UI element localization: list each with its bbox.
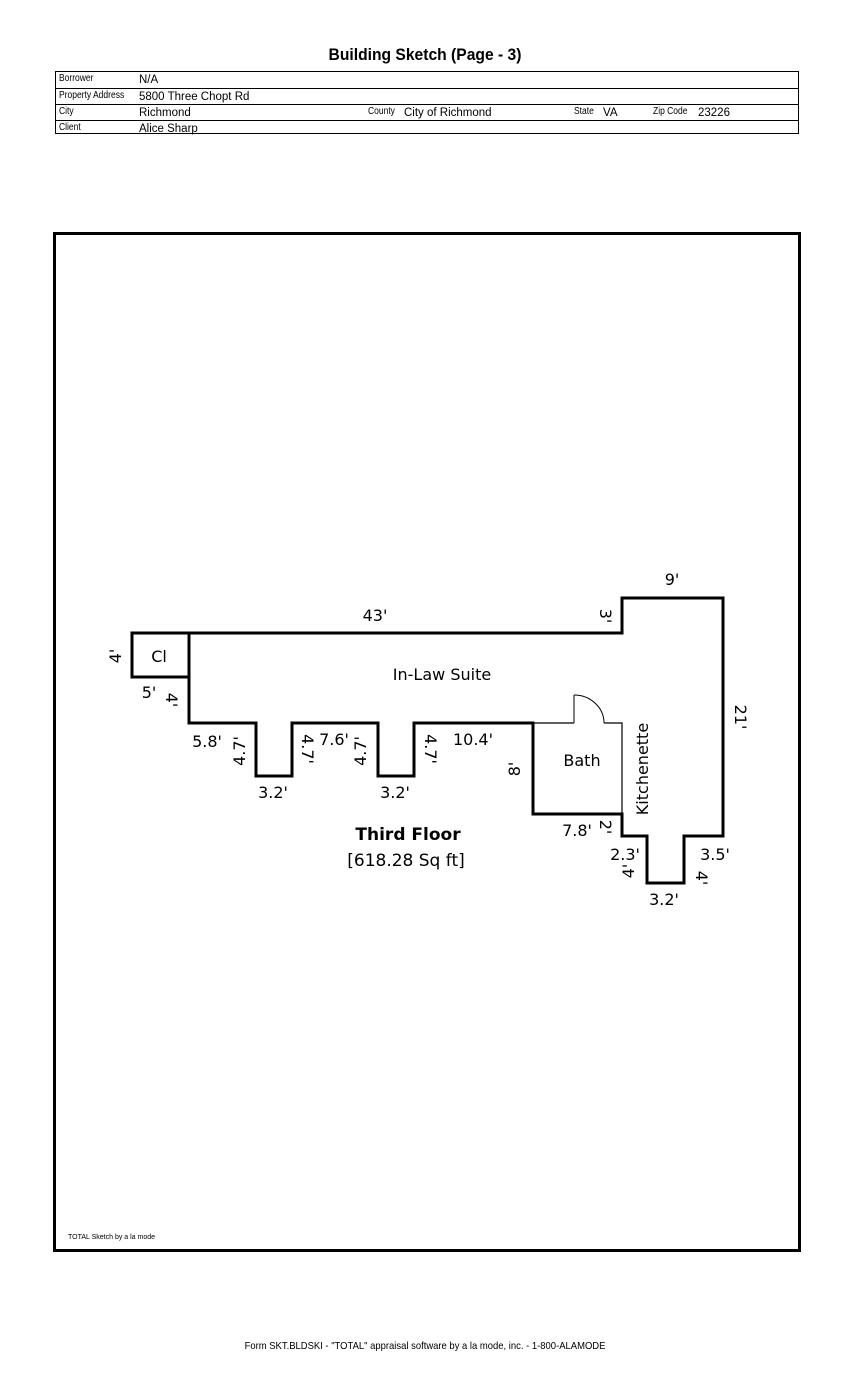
door-swing <box>573 694 605 724</box>
dim-5-8: 5.8' <box>192 732 222 751</box>
county-value: City of Richmond <box>404 107 492 119</box>
page-title: Building Sketch (Page - 3) <box>328 45 522 64</box>
client-label: Client <box>59 122 81 133</box>
property-info-table: Borrower N/A Property Address 5800 Three… <box>55 71 799 135</box>
state-label: State <box>574 106 594 117</box>
dim-3-5: 3.5' <box>700 845 730 864</box>
state-value: VA <box>603 107 618 119</box>
dim-3-2-b: 3.2' <box>380 783 410 802</box>
info-row-address: Property Address 5800 Three Chopt Rd <box>56 88 798 104</box>
dim-7-6: 7.6' <box>319 730 349 749</box>
dim-top: 43' <box>363 606 388 625</box>
address-value: 5800 Three Chopt Rd <box>139 91 250 103</box>
dim-2-3: 2.3' <box>610 845 640 864</box>
borrower-label: Borrower <box>59 73 94 84</box>
client-value: Alice Sharp <box>139 123 198 135</box>
dim-top-right: 9' <box>665 570 680 589</box>
dim-4-7-d: 4.7' <box>421 734 440 764</box>
dim-4-7-b: 4.7' <box>298 734 317 764</box>
dim-cl-inner: 4' <box>162 693 181 708</box>
bath-wall <box>533 722 623 814</box>
dim-3-2-c: 3.2' <box>649 890 679 909</box>
room-label-kitchenette: Kitchenette <box>633 723 652 815</box>
zip-label: Zip Code <box>653 106 688 117</box>
dim-right: 21' <box>731 705 750 730</box>
info-row-city: City Richmond County City of Richmond St… <box>56 104 798 120</box>
sketch-frame: TOTAL Sketch by a la mode <box>53 232 801 1252</box>
info-row-client: Client Alice Sharp <box>56 120 798 135</box>
dim-4-b: 4' <box>692 871 711 886</box>
dim-10-4: 10.4' <box>453 730 493 749</box>
dim-2: 2' <box>596 820 615 835</box>
info-row-borrower: Borrower N/A <box>56 72 798 88</box>
dim-cl-left: 4' <box>106 649 125 664</box>
floor-perimeter <box>187 596 725 885</box>
dim-8: 8' <box>505 762 524 777</box>
city-value: Richmond <box>139 107 191 119</box>
form-footer: Form SKT.BLDSKI - "TOTAL" appraisal soft… <box>244 1340 606 1352</box>
room-label-bath: Bath <box>563 751 600 770</box>
dim-cl-bottom: 5' <box>142 683 157 702</box>
room-label-closet: Cl <box>151 647 167 666</box>
floor-area: [618.28 Sq ft] <box>347 851 465 871</box>
dim-4-a: 4' <box>619 864 638 879</box>
city-label: City <box>59 106 74 117</box>
dim-notch-3: 3' <box>596 609 615 624</box>
address-label: Property Address <box>59 90 125 101</box>
dim-3-2-a: 3.2' <box>258 783 288 802</box>
dim-7-8: 7.8' <box>562 821 592 840</box>
dim-4-7-a: 4.7' <box>230 736 249 766</box>
zip-value: 23226 <box>698 107 730 119</box>
borrower-value: N/A <box>139 74 159 86</box>
floor-name: Third Floor <box>355 825 461 845</box>
sketch-credit: TOTAL Sketch by a la mode <box>68 1234 156 1241</box>
dim-4-7-c: 4.7' <box>351 736 370 766</box>
room-label-suite: In-Law Suite <box>393 665 491 684</box>
county-label: County <box>368 106 395 117</box>
